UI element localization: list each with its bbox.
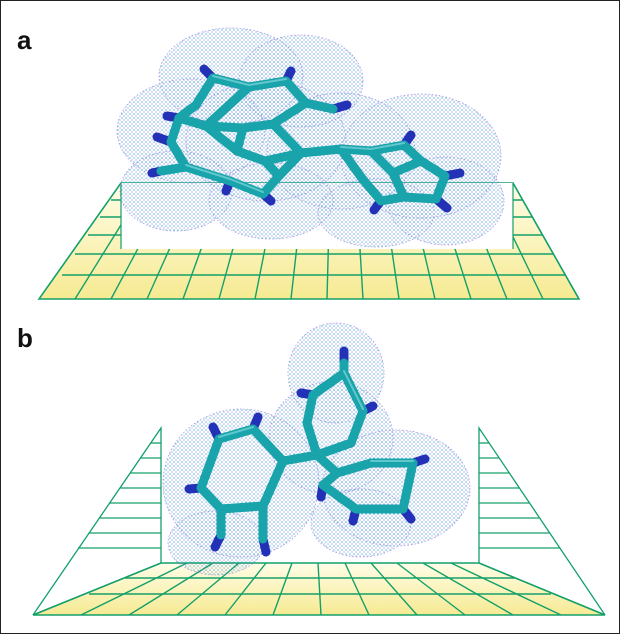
panel-a-scene	[37, 27, 581, 300]
panel-label-a: a	[17, 25, 32, 55]
molecule-a	[147, 64, 465, 215]
panel-label-b: b	[17, 323, 33, 353]
grid-floor-b	[32, 425, 606, 616]
panel-b: b	[1, 313, 619, 633]
panel-a: a	[1, 1, 619, 313]
molecule-b	[184, 346, 430, 557]
panel-b-scene	[32, 322, 606, 616]
